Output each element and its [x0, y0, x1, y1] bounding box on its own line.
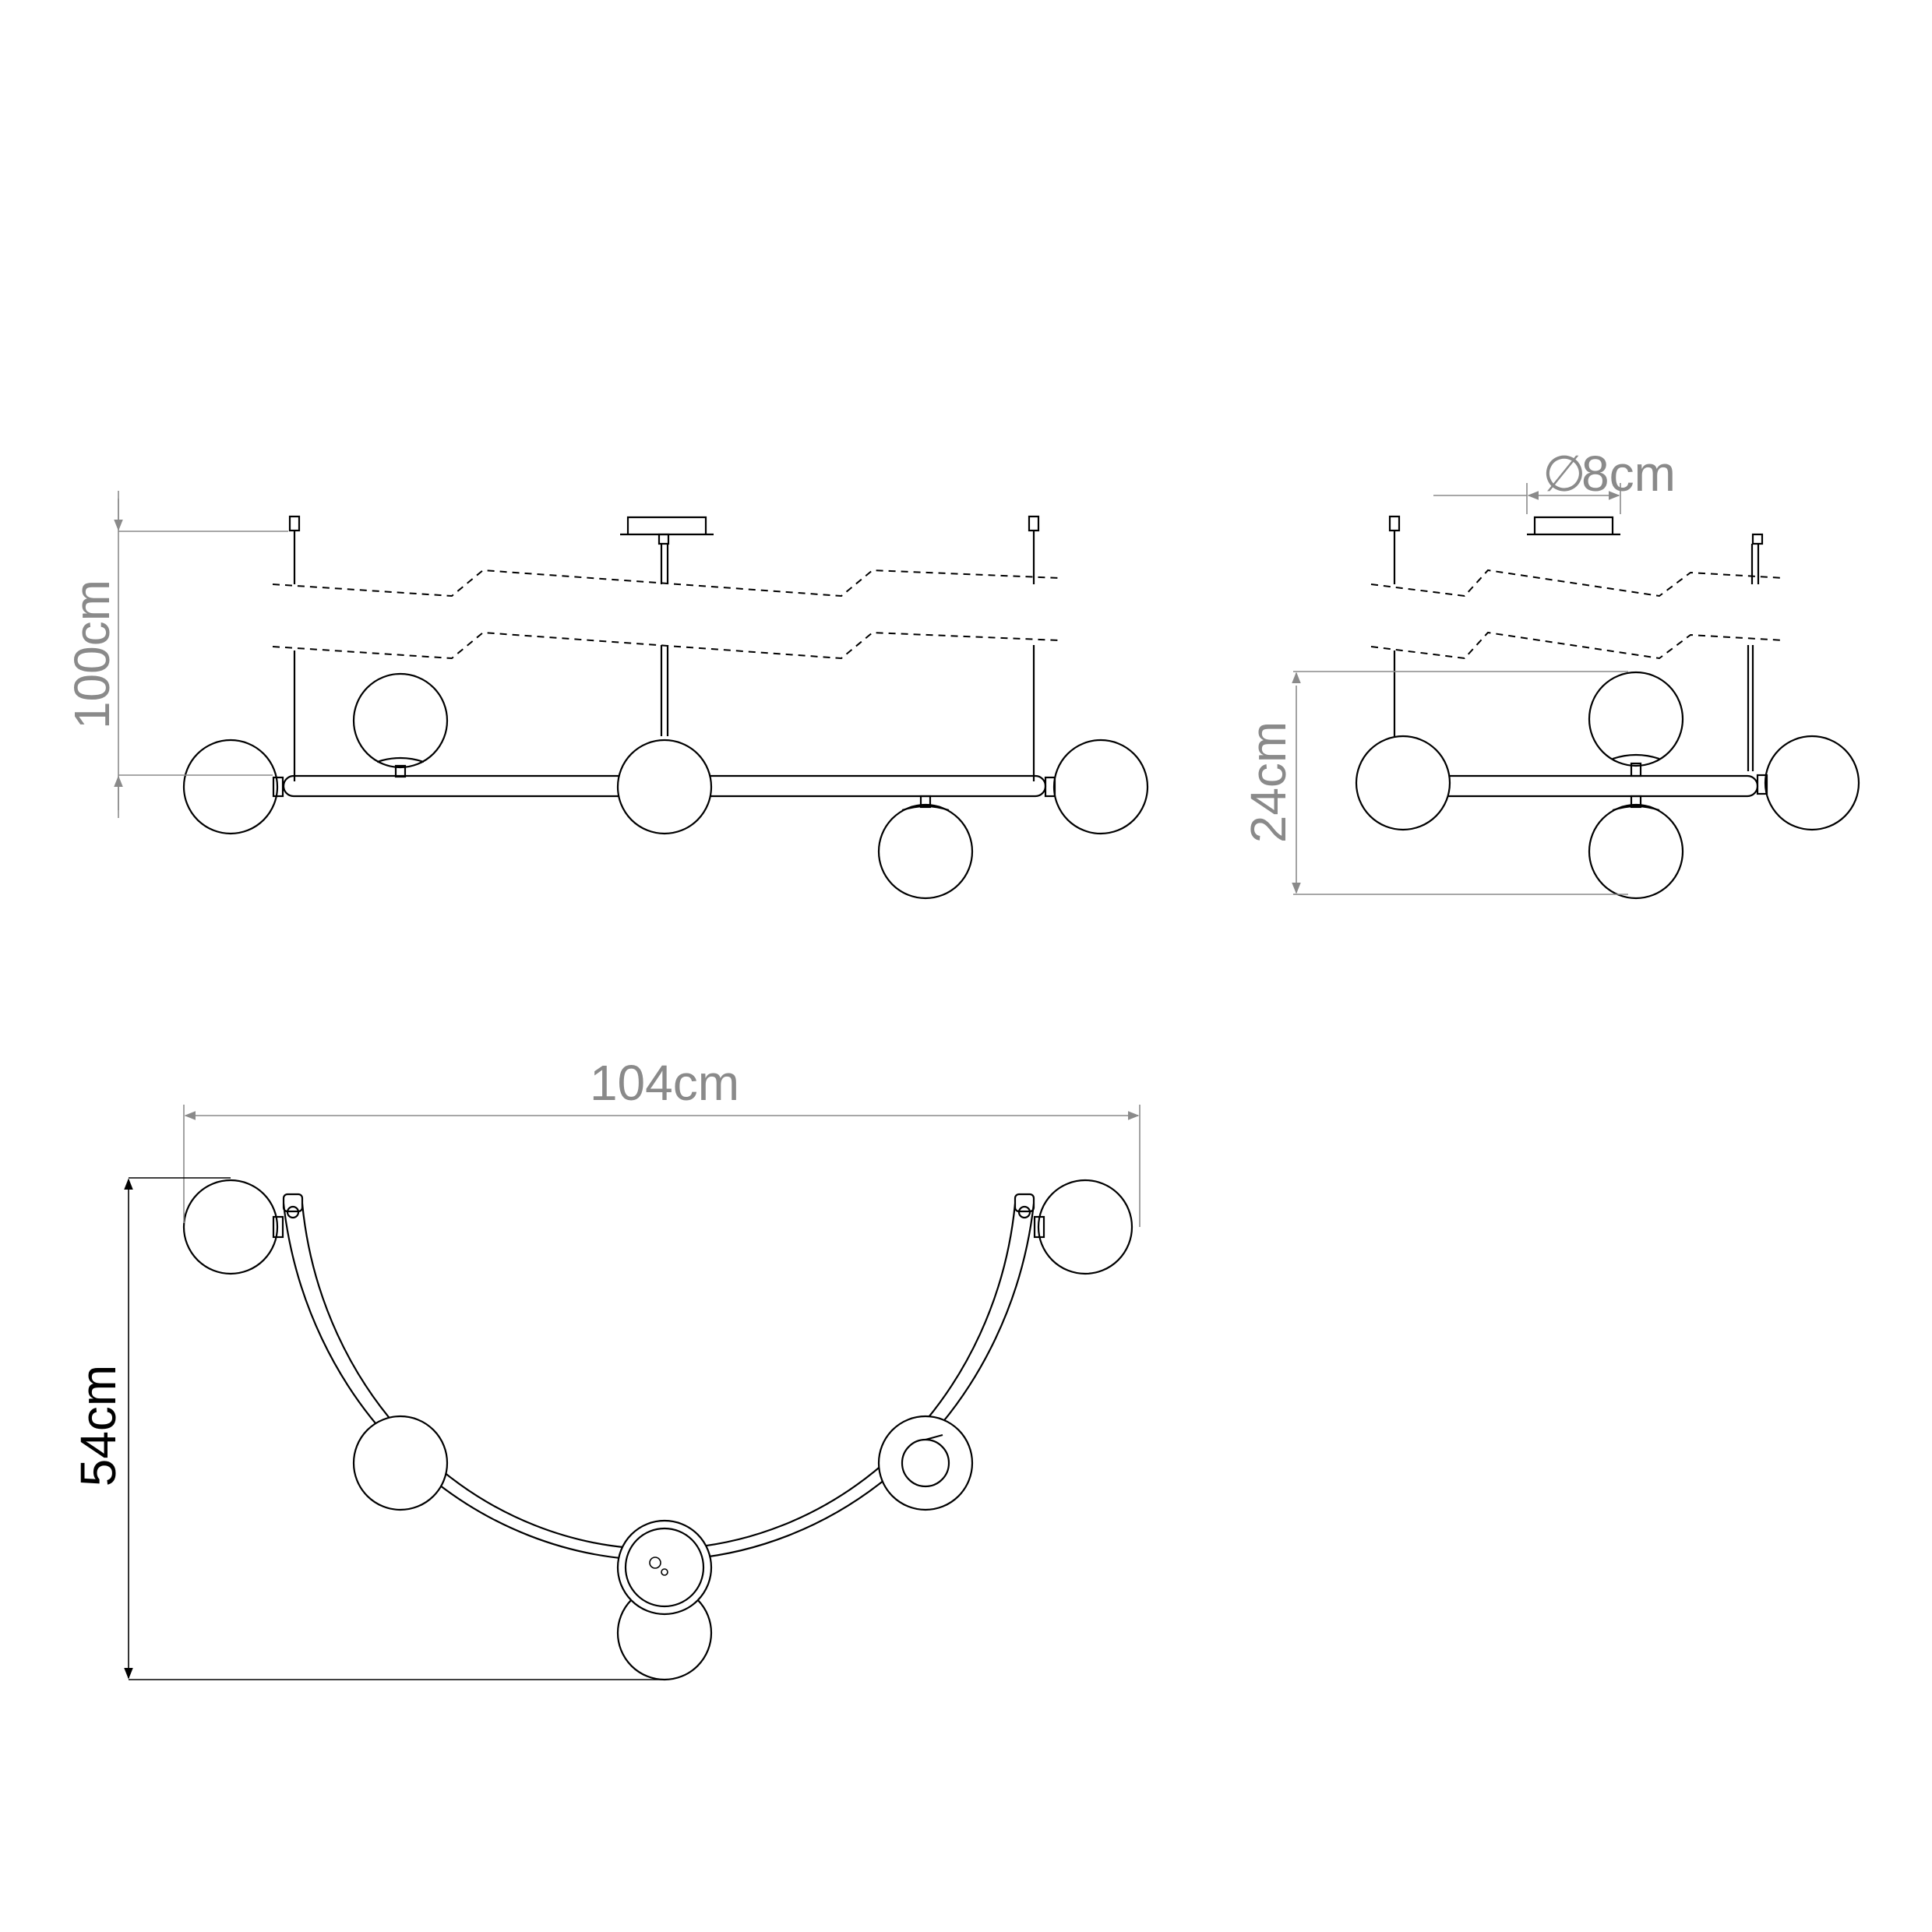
dimension-label-100cm: 100cm: [64, 580, 120, 729]
diameter-symbol: ∅: [1542, 446, 1586, 502]
glass-globe: [1764, 735, 1860, 831]
lamp-arm: [1432, 774, 1759, 798]
dimension-label-104cm: 104cm: [590, 1055, 739, 1111]
dimension-label-54cm: 54cm: [70, 1365, 126, 1487]
break-line: [1370, 569, 1785, 598]
break-line: [272, 569, 1060, 598]
glass-globe: [182, 739, 279, 835]
break-line: [272, 631, 1060, 660]
top-view: 104cm 54cm: [70, 1055, 1141, 1681]
glass-globe: [1355, 735, 1451, 831]
glass-globe: [616, 739, 713, 835]
glass-globe: [877, 1415, 974, 1511]
glass-globe: [877, 803, 974, 900]
glass-globe: [1588, 671, 1684, 767]
dimension-label-24cm: 24cm: [1240, 721, 1296, 844]
glass-globe: [352, 672, 449, 769]
height-dimension: [114, 491, 288, 818]
length-dimension: [183, 1105, 1141, 1227]
cable-clip: [1028, 515, 1040, 532]
side-view: 24cm ∅ 8cm: [1240, 446, 1860, 900]
glass-globe: [1052, 739, 1149, 835]
depth-dimension: [124, 1177, 665, 1680]
glass-globe: [1037, 1179, 1133, 1275]
glass-globe: [182, 1179, 279, 1275]
body-height-dimension: [1292, 671, 1628, 895]
ceiling-canopy-top: [616, 1519, 713, 1616]
cable-clip: [1388, 515, 1401, 532]
ceiling-canopy: [1527, 516, 1764, 545]
ceiling-canopy: [620, 516, 714, 584]
glass-globe: [352, 1415, 449, 1511]
front-view: 100cm: [64, 491, 1149, 900]
cable-clip: [288, 515, 301, 532]
break-line: [1370, 631, 1785, 660]
dimension-label-8cm: 8cm: [1581, 446, 1676, 502]
canopy-diameter-dimension: [1433, 483, 1621, 514]
glass-globe: [1588, 803, 1684, 900]
